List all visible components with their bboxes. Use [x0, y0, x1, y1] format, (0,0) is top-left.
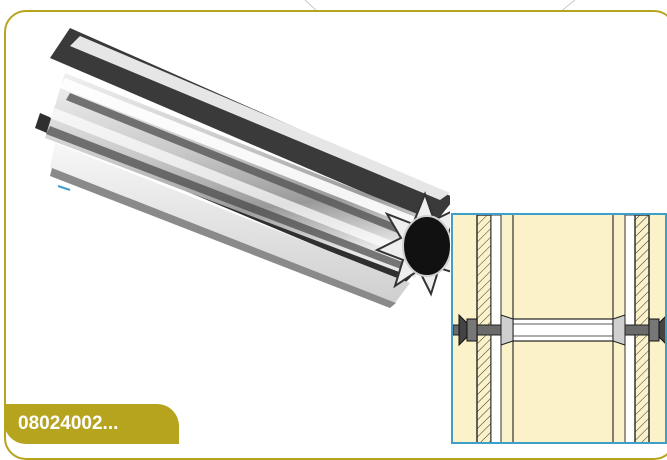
product-card-frame: 08024002...: [4, 0, 667, 460]
wall-tie-section-icon: [453, 215, 665, 442]
star-profile-tube-icon: [35, 28, 450, 308]
detail-inset: [451, 213, 667, 444]
product-code-badge: 08024002...: [4, 404, 179, 444]
